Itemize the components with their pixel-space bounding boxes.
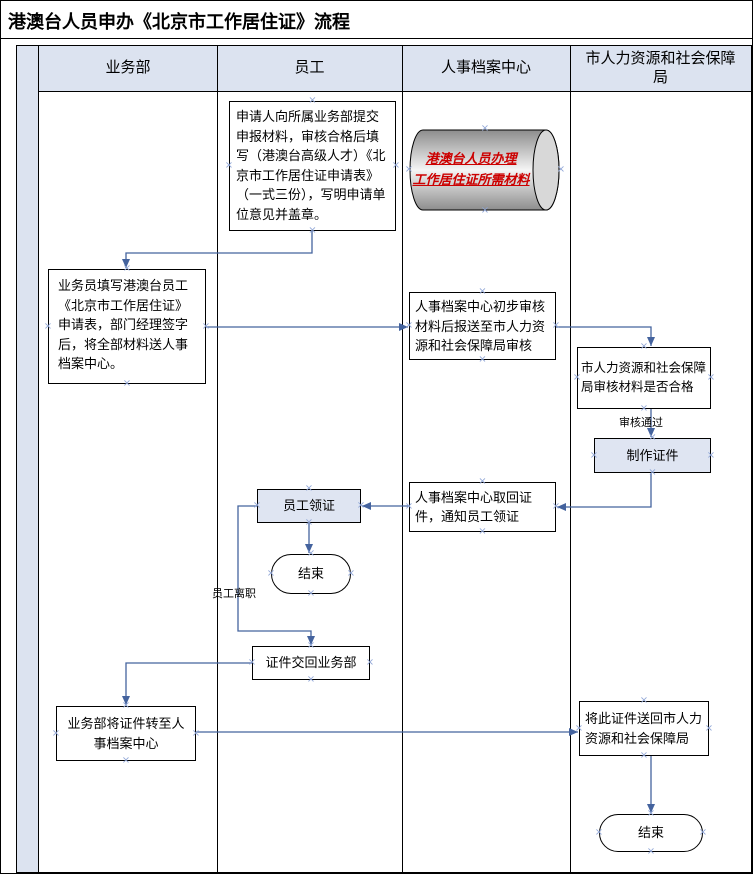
process-retrieve-cert[interactable]: 人事档案中心取回证件，通知员工领证 [409, 482, 556, 532]
data-store-label: 港澳台人员办理 工作居住证所需材料 [412, 151, 530, 187]
lane-divider [570, 46, 571, 872]
process-fill-form[interactable]: 业务员填写港澳台员工《北京市工作居住证》申请表，部门经理签字后，将全部材料送人事… [48, 269, 206, 384]
lane-header-employee[interactable]: 员工 [217, 46, 402, 91]
lane-header-personnel-archive[interactable]: 人事档案中心 [402, 46, 570, 91]
process-transfer-cert[interactable]: 业务部将证件转至人事档案中心 [56, 706, 196, 761]
process-return-cert[interactable]: 证件交回业务部 [252, 646, 370, 680]
lane-divider [217, 46, 218, 872]
process-receive-cert[interactable]: 员工领证 [257, 489, 361, 523]
lane-header-label: 业务部 [105, 60, 151, 77]
terminator-end-2[interactable]: 结束 [599, 814, 703, 852]
data-store-materials[interactable]: 港澳台人员办理 工作居住证所需材料 [409, 129, 561, 211]
cylinder-shape-icon [409, 129, 560, 211]
lane-header-label: 市人力资源和社会保障局 [585, 50, 736, 86]
page-title: 港澳台人员申办《北京市工作居住证》流程 [8, 12, 350, 32]
lane-header-label: 员工 [294, 60, 325, 77]
frame-side-strip [17, 46, 39, 872]
lane-divider [402, 46, 403, 872]
lane-header-label: 人事档案中心 [440, 60, 531, 77]
process-hr-review[interactable]: 市人力资源和社会保障局审核材料是否合格 [577, 347, 711, 409]
lane-header-row: 业务部 员工 人事档案中心 市人力资源和社会保障局 [39, 46, 751, 92]
edge-label-employee-leaves: 员工离职 [212, 588, 256, 600]
process-make-cert[interactable]: 制作证件 [594, 438, 711, 473]
title-bar [1, 1, 752, 39]
process-apply[interactable]: 申请人向所属业务部提交申报材料，审核合格后填写（港澳台高级人才）《北京市工作居住… [229, 101, 396, 231]
process-initial-review[interactable]: 人事档案中心初步审核材料后报送至市人力资源和社会保障局审核 [409, 292, 556, 360]
swimlane-frame: 业务部 员工 人事档案中心 市人力资源和社会保障局 [16, 45, 752, 873]
terminator-end-1[interactable]: 结束 [271, 554, 351, 594]
edge-label-approved: 审核通过 [619, 417, 663, 429]
lane-header-business-dept[interactable]: 业务部 [39, 46, 217, 91]
lane-header-hr-bureau[interactable]: 市人力资源和社会保障局 [570, 46, 751, 91]
process-send-back[interactable]: 将此证件送回市人力资源和社会保障局 [579, 701, 709, 756]
